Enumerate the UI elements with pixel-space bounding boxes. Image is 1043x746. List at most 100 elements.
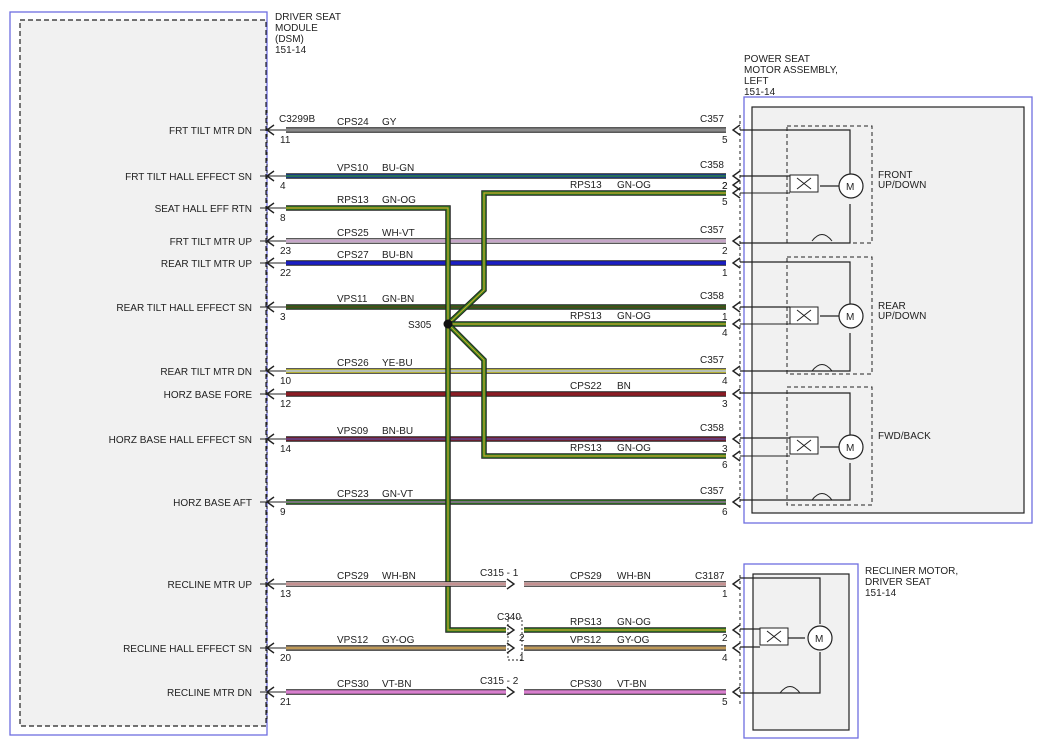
wire-color-0: GY bbox=[382, 117, 397, 128]
svg-text:M: M bbox=[815, 634, 823, 645]
wire-color-7: BN bbox=[617, 381, 631, 392]
dsm-pin-number-8: 14 bbox=[280, 444, 292, 455]
harness-arrow-10 bbox=[731, 578, 741, 590]
harness-arrow-8 bbox=[731, 433, 741, 445]
splice-label: S305 bbox=[408, 320, 432, 331]
rps13-fwd-pin: 6 bbox=[722, 460, 728, 471]
harness-arrow-rps13-fwd bbox=[731, 450, 741, 462]
wire-color-11: GY-OG bbox=[382, 635, 415, 646]
wire-circuit-0: CPS24 bbox=[337, 117, 369, 128]
rps13-fwd-circuit: RPS13 bbox=[570, 443, 602, 454]
dsm-pin-arrow-6 bbox=[265, 365, 275, 377]
wire-rps13-trunk-outline bbox=[286, 205, 506, 633]
wire-rps13-trunk-stripe bbox=[286, 207, 506, 631]
motor-front-updown: M bbox=[740, 129, 864, 244]
harness-arrow-rps13-rear bbox=[731, 318, 741, 330]
harness-arrow-1 bbox=[731, 170, 741, 182]
harness-pin-9: 6 bbox=[722, 507, 728, 518]
dsm-pin-arrow-5 bbox=[265, 301, 275, 313]
wire-circuit-8: VPS09 bbox=[337, 426, 369, 437]
dsm-pin-number-7: 12 bbox=[280, 399, 292, 410]
rps13-rear-pin: 4 bbox=[722, 328, 728, 339]
dsm-pin-number-12: 21 bbox=[280, 697, 292, 708]
dsm-pin-arrow-8 bbox=[265, 433, 275, 445]
rps13-rear-color: GN-OG bbox=[617, 311, 651, 322]
dsm-label-line-3: 151-14 bbox=[275, 45, 307, 56]
harness-pin-4: 1 bbox=[722, 268, 728, 279]
rps13-recliner-color: GN-OG bbox=[617, 617, 651, 628]
harness-arrow-12 bbox=[731, 686, 741, 698]
harness-arrow-5 bbox=[731, 301, 741, 313]
dsm-pin-arrow-4 bbox=[265, 257, 275, 269]
wire-circuit-3: CPS25 bbox=[337, 228, 369, 239]
harness-arrow-rps13-front-top bbox=[731, 179, 741, 191]
harness-arrow-6 bbox=[731, 365, 741, 377]
dsm-pin-arrow-11 bbox=[265, 642, 275, 654]
wire-rps13-branch-fwd-stripe bbox=[447, 323, 726, 457]
wire-circuit-9: CPS23 bbox=[337, 489, 369, 500]
harness-pin-0: 5 bbox=[722, 135, 728, 146]
c315-2-label: C315 - 2 bbox=[480, 676, 519, 687]
fwd-back-label: FWD/BACK bbox=[878, 431, 931, 442]
dsm-pin-arrow-0 bbox=[265, 124, 275, 136]
harness-pin-11: 4 bbox=[722, 653, 728, 664]
dsm-label-line-1: MODULE bbox=[275, 23, 318, 34]
harness-pin-8: 3 bbox=[722, 444, 728, 455]
rps13-front-circuit: RPS13 bbox=[570, 180, 602, 191]
rps13-recliner-pin: 2 bbox=[722, 633, 728, 644]
dsm-label-line-0: DRIVER SEAT bbox=[275, 12, 341, 23]
power-seat-label-line-2: LEFT bbox=[744, 76, 768, 87]
rps13-front-pin-bottom: 5 bbox=[722, 197, 728, 208]
power-seat-label-line-3: 151-14 bbox=[744, 87, 776, 98]
wire-color-12b: VT-BN bbox=[617, 679, 646, 690]
wire-color-10: WH-BN bbox=[382, 571, 416, 582]
wire-color-1: BU-GN bbox=[382, 163, 414, 174]
wire-color-2: GN-OG bbox=[382, 195, 416, 206]
dsm-pin-label-0: FRT TILT MTR DN bbox=[169, 126, 252, 137]
dsm-pin-label-10: RECLINE MTR UP bbox=[168, 580, 253, 591]
wire-circuit-7: CPS22 bbox=[570, 381, 602, 392]
splice-s305: S305 bbox=[408, 319, 453, 331]
wire-circuit-12b: CPS30 bbox=[570, 679, 602, 690]
dsm-pin-number-0: 11 bbox=[280, 135, 291, 146]
rps13-fwd-color: GN-OG bbox=[617, 443, 651, 454]
motor-fwd-back: M bbox=[740, 392, 864, 501]
front-updown-label-0: FRONT bbox=[878, 170, 912, 181]
wire-rps13-trunk bbox=[286, 206, 506, 632]
dsm-pin-number-1: 4 bbox=[280, 181, 286, 192]
harness-arrow-11 bbox=[731, 642, 741, 654]
harness-arrow-rps13-recliner bbox=[731, 624, 741, 636]
harness-pin-1: 2 bbox=[722, 181, 728, 192]
harness-pin-6: 4 bbox=[722, 376, 728, 387]
c340-pin-bottom: 1 bbox=[519, 653, 525, 664]
dsm-pin-number-10: 13 bbox=[280, 589, 292, 600]
harness-arrow-9 bbox=[731, 496, 741, 508]
dsm-pin-arrow-1 bbox=[265, 170, 275, 182]
harness-connector-9: C357 bbox=[700, 486, 724, 497]
dsm-pin-label-11: RECLINE HALL EFFECT SN bbox=[123, 644, 252, 655]
dsm-module: DRIVER SEAT MODULE (DSM) 151-14 bbox=[9, 11, 341, 736]
power-seat-assembly: POWER SEAT MOTOR ASSEMBLY, LEFT 151-14 F… bbox=[739, 54, 1033, 524]
dsm-pin-number-3: 23 bbox=[280, 246, 292, 257]
wire-circuit-4: CPS27 bbox=[337, 250, 369, 261]
svg-text:M: M bbox=[846, 182, 854, 193]
harness-arrow-0 bbox=[731, 124, 741, 136]
wire-color-11b: GY-OG bbox=[617, 635, 650, 646]
svg-text:M: M bbox=[846, 312, 854, 323]
rear-updown-label-1: UP/DOWN bbox=[878, 311, 926, 322]
harness-connector-3: C357 bbox=[700, 225, 724, 236]
recliner-label-2: 151-14 bbox=[865, 588, 897, 599]
dsm-pin-arrow-9 bbox=[265, 496, 275, 508]
rps13-front-pin-top: 2 bbox=[722, 181, 728, 192]
c315-arrow-1 bbox=[506, 578, 516, 590]
wire-color-5: GN-BN bbox=[382, 294, 414, 305]
harness-arrow-rps13-front bbox=[731, 187, 741, 199]
dsm-pin-number-5: 3 bbox=[280, 312, 286, 323]
wire-circuit-6: CPS26 bbox=[337, 358, 369, 369]
dsm-pin-arrow-3 bbox=[265, 235, 275, 247]
rps13-recliner-circuit: RPS13 bbox=[570, 617, 602, 628]
dsm-pin-label-3: FRT TILT MTR UP bbox=[170, 237, 253, 248]
c340-arrow-top bbox=[506, 624, 516, 636]
c340-pin-top: 2 bbox=[519, 633, 525, 644]
